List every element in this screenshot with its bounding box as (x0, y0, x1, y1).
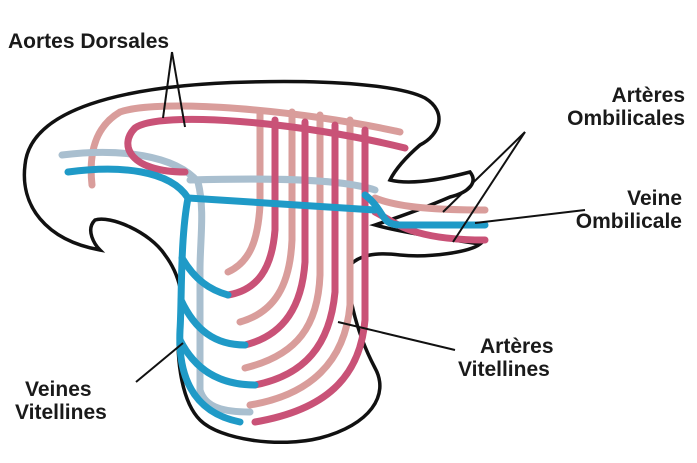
dark-vitelline-artery-4 (251, 126, 369, 426)
leader-arteres-vitellines (337, 321, 456, 351)
label-arteres-ombilicales-line2: Ombilicales (567, 107, 685, 130)
dark-vitelline-vein-branch-1 (178, 254, 232, 299)
leader-aortes-2 (171, 51, 186, 128)
label-arteres-ombilicales: Artères Ombilicales (540, 84, 685, 130)
light-umbilical-artery (371, 194, 489, 214)
light-vitelline-artery-2 (236, 108, 296, 326)
label-veines-vitellines-line2: Vitellines (15, 401, 107, 424)
leader-arteres-ombilicales-2 (452, 131, 526, 243)
label-arteres-vitellines-line1: Artères (480, 335, 554, 358)
dark-umbilical-vein (361, 191, 489, 229)
leader-arteres-ombilicales-1 (442, 131, 526, 213)
light-vein-mid (186, 175, 379, 194)
label-veine-ombilicale: Veine Ombilicale (540, 187, 682, 233)
dark-vein-top (64, 165, 379, 214)
label-arteres-vitellines: Artères Vitellines (458, 335, 554, 381)
label-veine-ombilicale-line1: Veine (627, 187, 682, 210)
dark-vitelline-artery-3 (251, 121, 339, 389)
leader-aortes-1 (162, 51, 173, 119)
dark-aorta-line (124, 115, 409, 176)
leader-veine-ombilicale (474, 209, 586, 224)
label-veines-vitellines-line1: Veines (25, 378, 92, 401)
dark-vitelline-artery-2 (241, 118, 309, 349)
light-vitelline-artery-4 (246, 116, 354, 409)
leader-veines-vitellines (135, 342, 184, 383)
label-veine-ombilicale-line2: Ombilicale (575, 210, 682, 233)
dark-vitelline-vein-branch-2 (177, 296, 249, 349)
dark-vitelline-vein-trunk (176, 194, 244, 426)
light-vitelline-vein (196, 266, 254, 416)
dark-vitelline-vein-branch-3 (176, 336, 259, 389)
label-veines-vitellines: Veines Vitellines (15, 378, 107, 424)
label-aortes-dorsales: Aortes Dorsales (8, 30, 170, 53)
dark-vitelline-artery-1 (224, 116, 279, 299)
light-vitelline-artery-3 (241, 111, 324, 372)
light-vitelline-artery-1 (224, 108, 264, 276)
label-arteres-vitellines-line2: Vitellines (458, 358, 550, 381)
label-arteres-ombilicales-line1: Artères (611, 84, 685, 107)
